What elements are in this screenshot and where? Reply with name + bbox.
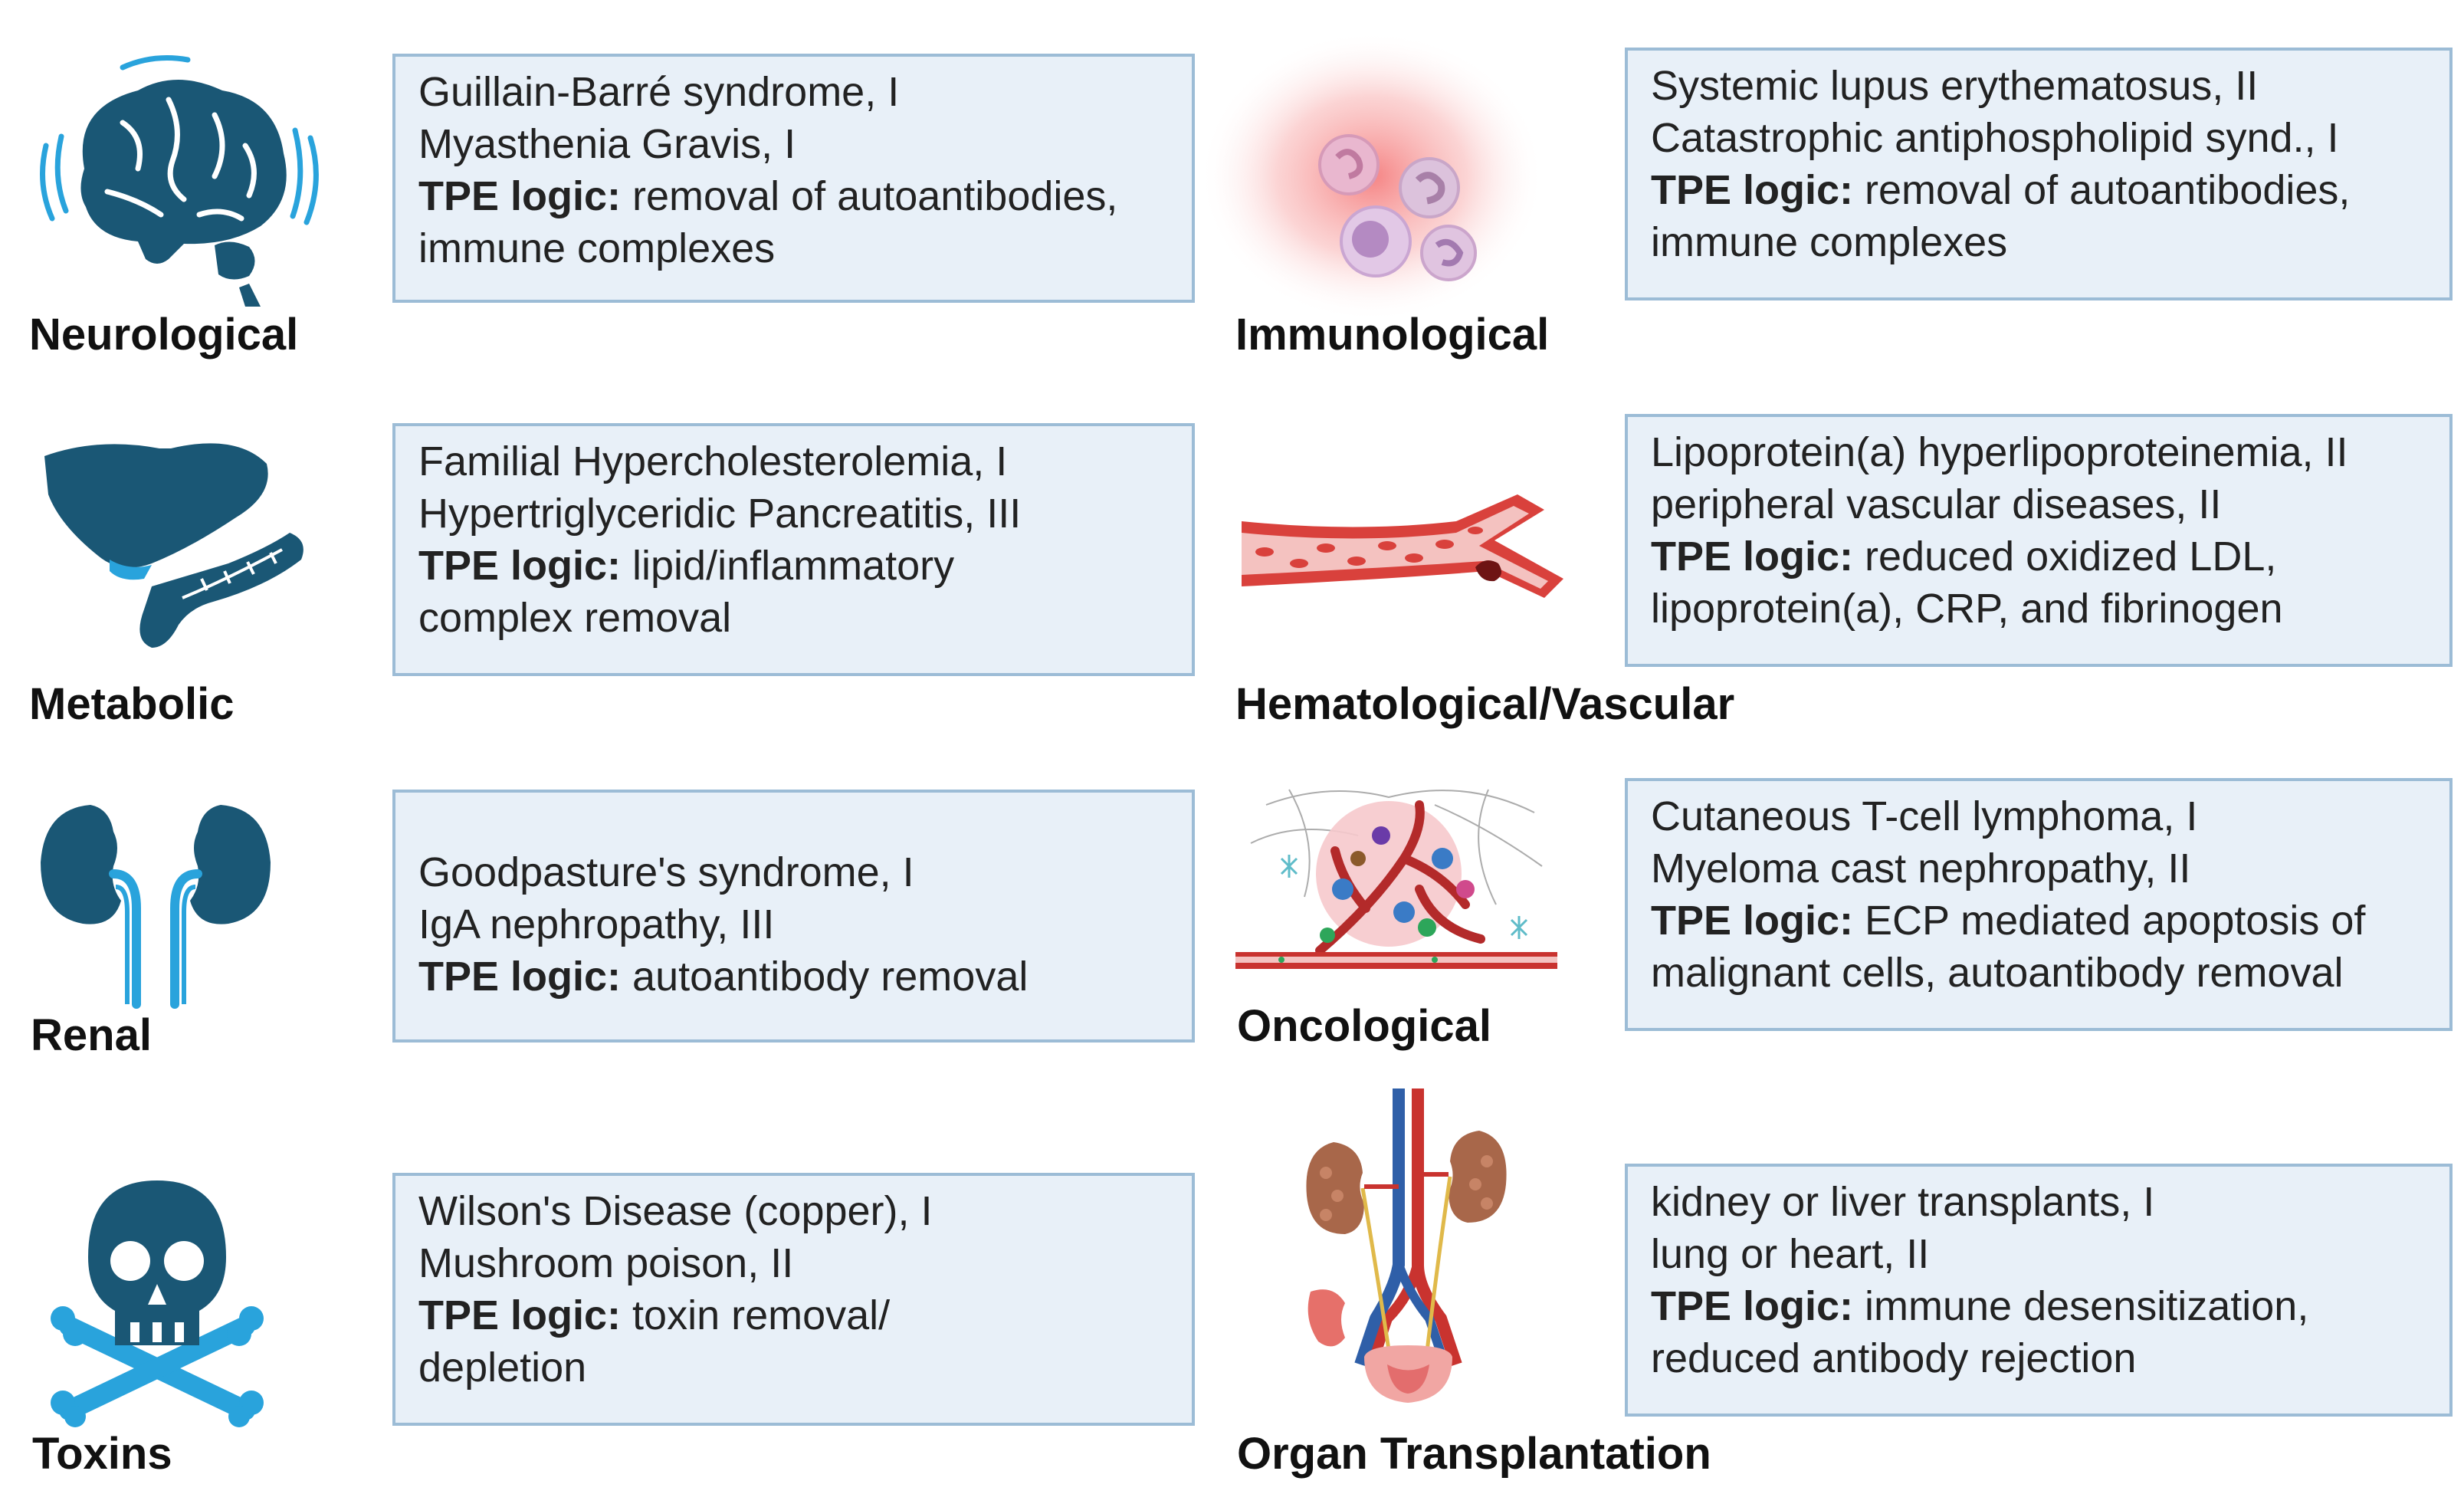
- disease-line: Systemic lupus erythematosus, II: [1651, 63, 2259, 109]
- disease-line: peripheral vascular diseases, II: [1651, 481, 2222, 527]
- tpe-logic-line: TPE logic: autoantibody removal: [418, 951, 1169, 1003]
- disease-line: Wilson's Disease (copper), I: [418, 1188, 933, 1234]
- disease-line: Cutaneous T-cell lymphoma, I: [1651, 793, 2198, 839]
- tpe-logic-text: removal of autoantibodies,: [632, 173, 1118, 219]
- disease-line: Goodpasture's syndrome, I: [418, 849, 914, 895]
- tpe-logic-line: TPE logic: immune desensitization,: [1651, 1280, 2426, 1332]
- category-label: Hematological/Vascular: [1235, 679, 1735, 729]
- category-label: Immunological: [1235, 310, 1550, 360]
- urinary-organs-icon: [1303, 1088, 1510, 1410]
- liver-pancreas-icon: [37, 433, 313, 663]
- disease-line: kidney or liver transplants, I: [1651, 1179, 2155, 1225]
- kidneys-icon: [37, 801, 274, 1009]
- info-box: Guillain-Barré syndrome, I Myasthenia Gr…: [392, 54, 1195, 303]
- tpe-logic-continuation: immune complexes: [418, 225, 776, 271]
- info-box: kidney or liver transplants, I lung or h…: [1625, 1164, 2453, 1417]
- info-box: Systemic lupus erythematosus, II Catastr…: [1625, 48, 2453, 300]
- tpe-logic-line: TPE logic: removal of autoantibodies,: [418, 170, 1169, 222]
- disease-line: Hypertriglyceridic Pancreatitis, III: [418, 491, 1022, 537]
- tpe-logic-line: TPE logic: toxin removal/: [418, 1289, 1169, 1341]
- tpe-logic-prefix: TPE logic:: [1651, 534, 1854, 580]
- tpe-logic-line: TPE logic: lipid/inflammatory: [418, 540, 1169, 592]
- tpe-logic-prefix: TPE logic:: [418, 954, 622, 1000]
- tpe-logic-continuation: reduced antibody rejection: [1651, 1335, 2137, 1381]
- disease-line: Myeloma cast nephropathy, II: [1651, 846, 2191, 891]
- disease-line: IgA nephropathy, III: [418, 901, 775, 947]
- tpe-logic-text: ECP mediated apoptosis of: [1865, 898, 2366, 944]
- tumor-icon: [1235, 774, 1557, 974]
- info-box: Goodpasture's syndrome, I IgA nephropath…: [392, 790, 1195, 1043]
- disease-line: Guillain-Barré syndrome, I: [418, 69, 900, 115]
- category-label: Renal: [31, 1010, 152, 1060]
- disease-line: lung or heart, II: [1651, 1231, 1930, 1277]
- blood-vessel-icon: [1242, 491, 1563, 625]
- tpe-logic-continuation: depletion: [418, 1345, 587, 1391]
- tpe-logic-prefix: TPE logic:: [1651, 898, 1854, 944]
- tpe-logic-text: removal of autoantibodies,: [1865, 167, 2351, 213]
- tpe-logic-prefix: TPE logic:: [1651, 167, 1854, 213]
- immune-cells-icon: [1196, 23, 1548, 322]
- info-box: Lipoprotein(a) hyperlipoproteinemia, II …: [1625, 414, 2453, 667]
- category-label: Metabolic: [29, 679, 235, 729]
- disease-line: Mushroom poison, II: [418, 1240, 794, 1286]
- tpe-logic-text: immune desensitization,: [1865, 1283, 2309, 1329]
- tpe-logic-continuation: lipoprotein(a), CRP, and fibrinogen: [1651, 586, 2283, 632]
- tpe-logic-text: reduced oxidized LDL,: [1865, 534, 2277, 580]
- tpe-logic-prefix: TPE logic:: [418, 1292, 622, 1338]
- tpe-logic-line: TPE logic: removal of autoantibodies,: [1651, 164, 2426, 216]
- tpe-logic-continuation: malignant cells, autoantibody removal: [1651, 950, 2344, 996]
- brain-icon: [31, 54, 330, 307]
- tpe-logic-line: TPE logic: reduced oxidized LDL,: [1651, 530, 2426, 583]
- tpe-logic-text: toxin removal/: [632, 1292, 891, 1338]
- disease-line: Myasthenia Gravis, I: [418, 121, 796, 167]
- disease-line: Catastrophic antiphospholipid synd., I: [1651, 115, 2339, 161]
- category-label: Oncological: [1237, 1001, 1491, 1051]
- info-box: Familial Hypercholesterolemia, I Hypertr…: [392, 423, 1195, 676]
- category-label: Toxins: [32, 1429, 172, 1479]
- info-box: Cutaneous T-cell lymphoma, I Myeloma cas…: [1625, 778, 2453, 1031]
- tpe-logic-prefix: TPE logic:: [1651, 1283, 1854, 1329]
- category-label: Neurological: [29, 310, 299, 360]
- tpe-logic-prefix: TPE logic:: [418, 543, 622, 589]
- tpe-logic-continuation: complex removal: [418, 595, 732, 641]
- disease-line: Lipoprotein(a) hyperlipoproteinemia, II: [1651, 429, 2348, 475]
- tpe-logic-continuation: immune complexes: [1651, 219, 2008, 265]
- tpe-logic-text: lipid/inflammatory: [632, 543, 955, 589]
- skull-crossbones-icon: [51, 1173, 264, 1427]
- tpe-logic-line: TPE logic: ECP mediated apoptosis of: [1651, 895, 2426, 947]
- info-box: Wilson's Disease (copper), I Mushroom po…: [392, 1173, 1195, 1426]
- tpe-logic-text: autoantibody removal: [632, 954, 1029, 1000]
- category-label: Organ Transplantation: [1237, 1429, 1711, 1479]
- tpe-logic-prefix: TPE logic:: [418, 173, 622, 219]
- disease-line: Familial Hypercholesterolemia, I: [418, 438, 1008, 484]
